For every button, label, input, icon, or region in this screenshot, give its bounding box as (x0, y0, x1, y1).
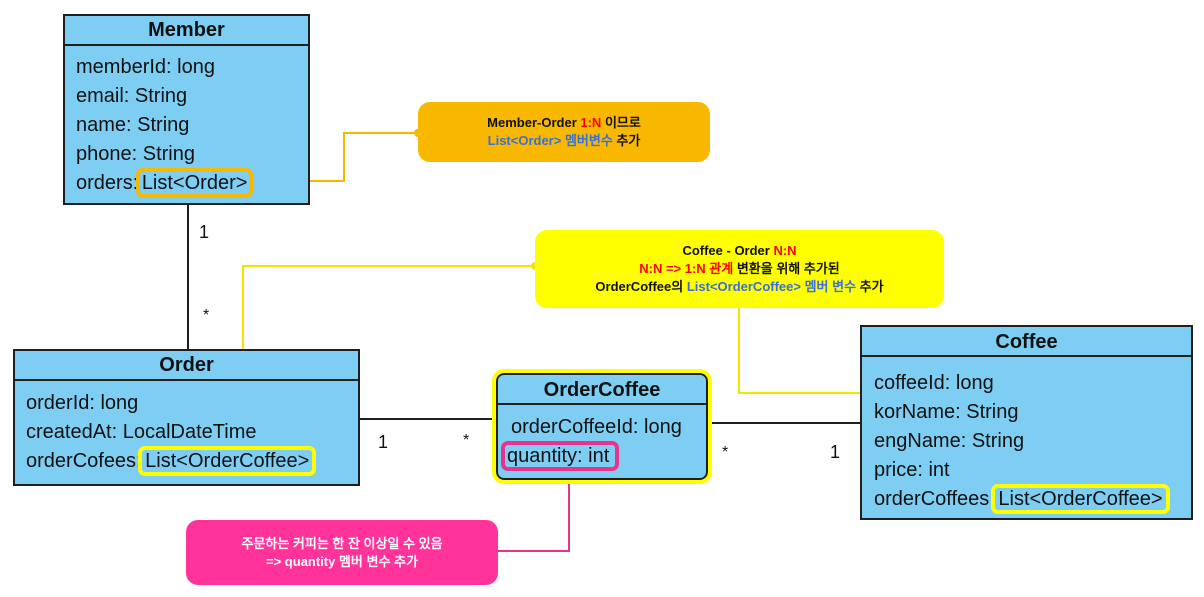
mult-coffee-side: 1 (830, 442, 841, 462)
coffee-note-line3: OrderCoffee의 List<OrderCoffee> 멤버 변수 추가 (595, 278, 883, 296)
ordercoffee-class-box[interactable]: OrderCoffee orderCoffeeId: long quantity… (492, 369, 712, 484)
mult-member-side: 1 (199, 222, 210, 242)
quantity-note-connector (498, 474, 570, 552)
ordercoffee-class-title: OrderCoffee (498, 375, 706, 405)
order-attr-orderid: orderId: long (26, 392, 139, 414)
mult-ordercoffee-side-of-coffee: * (722, 444, 729, 461)
member-note-text-a: Member-Order (487, 115, 581, 130)
coffee-coffees-name: orderCoffees: (874, 488, 1001, 510)
coffee-attributes: coffeeId: long korName: String engName: … (862, 369, 1170, 514)
order-class-title: Order (15, 351, 358, 381)
coffee-class-box[interactable]: Coffee coffeeId: long korName: String en… (860, 325, 1193, 520)
coffee-attr-price: price: int (874, 459, 950, 481)
member-class-box[interactable]: Member memberId: long email: String name… (63, 14, 310, 205)
member-note-add: 추가 (612, 133, 641, 148)
member-class-title: Member (65, 16, 308, 46)
coffee-attr-ordercoffees: orderCoffees: List<OrderCoffee> (874, 484, 1170, 514)
order-attr-createdat: createdAt: LocalDateTime (26, 421, 257, 443)
member-attr-name: name: String (76, 114, 190, 136)
member-orders-name: orders: (76, 172, 144, 194)
order-attributes: orderId: long createdAt: LocalDateTime o… (15, 389, 317, 476)
member-attributes: memberId: long email: String name: Strin… (65, 16, 254, 198)
coffee-class-title: Coffee (862, 327, 1191, 357)
member-attr-phone: phone: String (76, 143, 195, 165)
coffee-note-conversion: N:N => 1:N 관계 (639, 261, 734, 276)
member-note-ratio: 1:N (580, 115, 602, 130)
member-order-note: Member-Order 1:N 이므로 List<Order> 멤버변수 추가 (418, 102, 710, 162)
coffee-note-text-b: 변환을 위해 추가된 (733, 261, 840, 276)
coffee-coffees-type: List<OrderCoffee> (991, 484, 1170, 514)
member-note-text-c: 이므로 (601, 115, 641, 130)
quantity-note-line2: => quantity 멤버 변수 추가 (266, 553, 418, 569)
mult-order-side-of-member: * (203, 307, 210, 324)
coffee-attr-engname: engName: String (874, 430, 1025, 452)
coffee-note-line1: Coffee - Order N:N (682, 242, 796, 260)
coffee-note-type: List<OrderCoffee> 멤버 변수 (686, 279, 857, 294)
member-note-line2: List<Order> 멤버변수 추가 (488, 132, 641, 150)
ordercoffee-attr-quantity-row: quantity: int (500, 441, 682, 471)
order-cofees-type: List<OrderCoffee> (138, 446, 317, 476)
member-attr-email: email: String (76, 85, 188, 107)
member-note-type: List<Order> 멤버변수 (487, 133, 613, 148)
order-cofees-name: orderCofees: (26, 450, 148, 472)
member-orders-type: List<Order> (135, 168, 254, 198)
mult-order-side-of-ordercoffee: 1 (378, 432, 389, 452)
coffee-order-note: Coffee - Order N:N N:N => 1:N 관계 변환을 위해 … (535, 230, 944, 308)
member-note-line1: Member-Order 1:N 이므로 (487, 114, 641, 132)
member-attr-orders: orders: List<Order> (76, 168, 254, 198)
ordercoffee-attr-id: orderCoffeeId: long (511, 416, 682, 438)
coffee-note-ratio: N:N (773, 243, 797, 258)
quantity-note: 주문하는 커피는 한 잔 이상일 수 있음 => quantity 멤버 변수 … (186, 520, 498, 585)
ordercoffee-attributes: orderCoffeeId: long quantity: int (498, 413, 682, 471)
coffee-attr-korname: korName: String (874, 401, 1019, 423)
coffee-note-add: 추가 (856, 279, 884, 294)
ordercoffee-attr-quantity: quantity: int (500, 441, 620, 471)
coffee-note-line2: N:N => 1:N 관계 변환을 위해 추가된 (639, 260, 840, 278)
coffee-attr-coffeeid: coffeeId: long (874, 372, 994, 394)
member-attr-memberid: memberId: long (76, 56, 215, 78)
order-attr-ordercofees: orderCofees: List<OrderCoffee> (26, 446, 317, 476)
mult-ordercoffee-side-of-order: * (463, 432, 470, 449)
quantity-note-line1: 주문하는 커피는 한 잔 이상일 수 있음 (241, 535, 443, 551)
coffee-note-text-a: Coffee - Order (682, 243, 774, 258)
coffee-note-text-c: OrderCoffee의 (595, 279, 687, 294)
order-class-box[interactable]: Order orderId: long createdAt: LocalDate… (13, 349, 360, 486)
